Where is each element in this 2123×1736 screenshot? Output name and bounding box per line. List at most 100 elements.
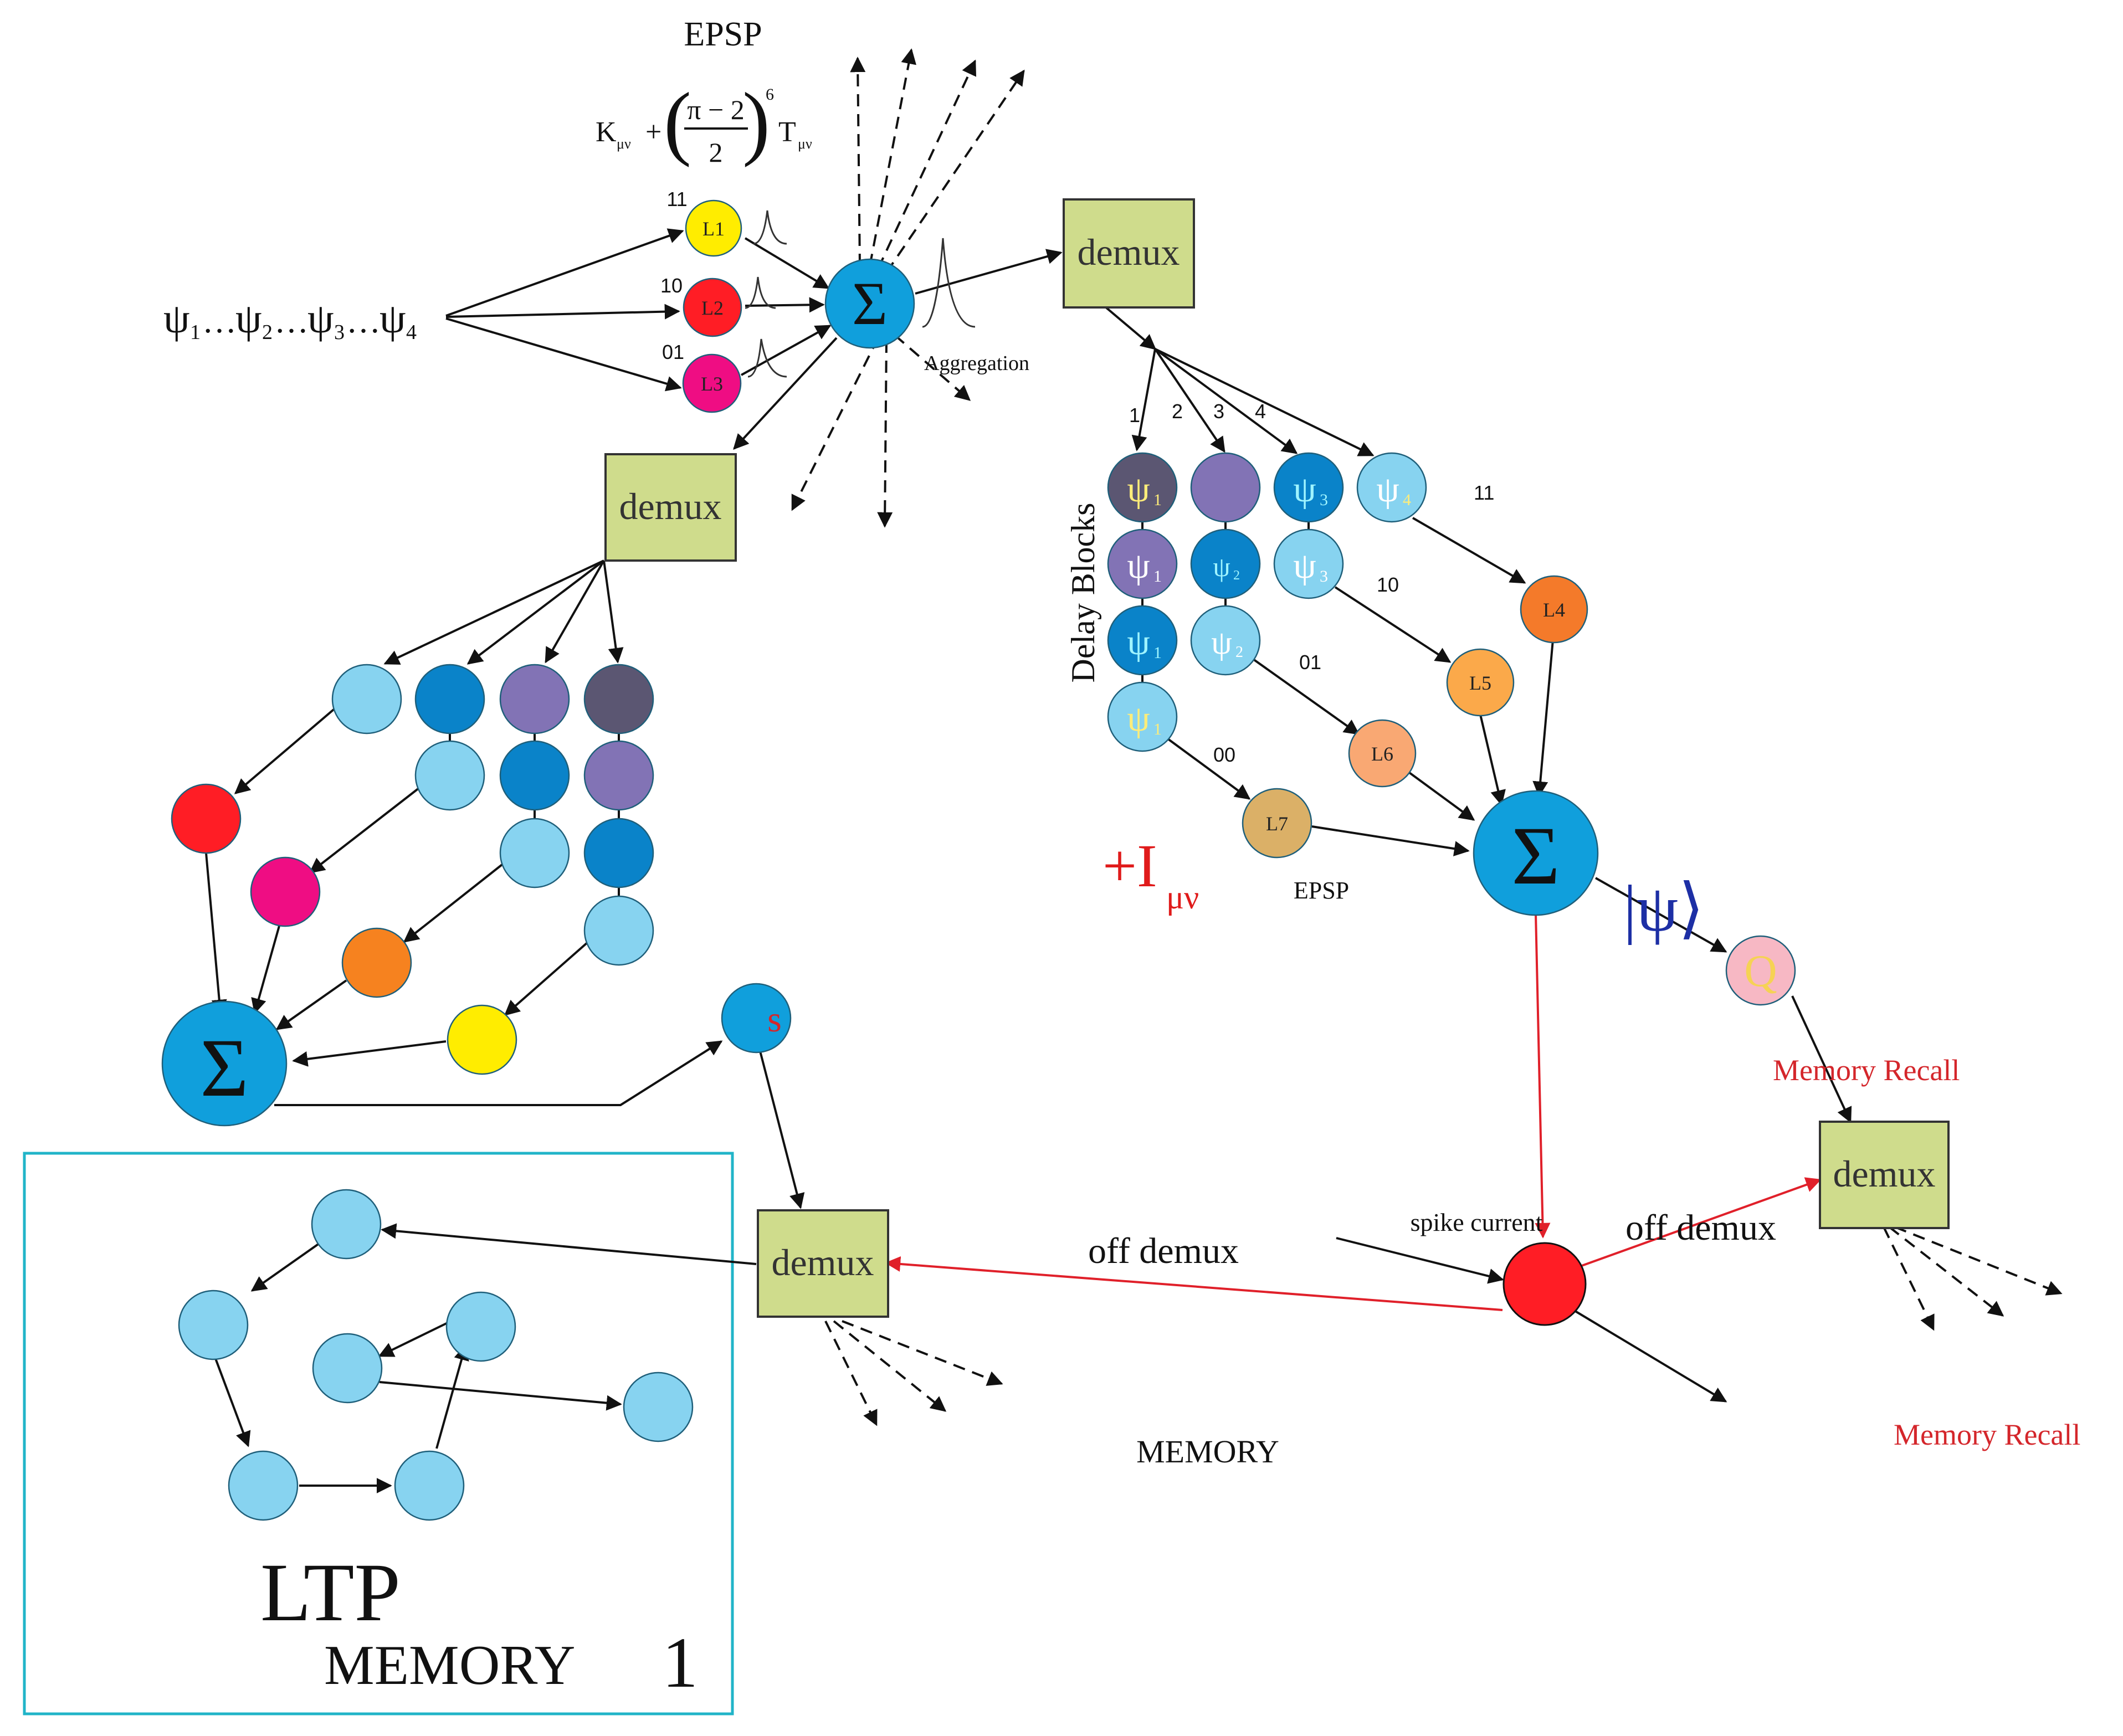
delay-c1-r1 — [1107, 452, 1178, 523]
formula-plus: + — [645, 116, 661, 148]
edge-psi1-l7 — [1162, 735, 1251, 800]
input-sub-1: 1 — [190, 321, 201, 344]
mem-node-5 — [445, 1291, 516, 1362]
node-l4-label: L4 — [1543, 599, 1565, 621]
edge-m1-m2 — [250, 1240, 324, 1292]
edge-q-demux — [1791, 995, 1852, 1123]
edges — [205, 48, 2063, 1493]
spike-wave-sum — [922, 238, 976, 328]
off-demux-right-label: off demux — [1625, 1208, 1776, 1248]
edge-dash-dr-2 — [1888, 1226, 2004, 1317]
delay-c3-r1-sub: 3 — [1320, 491, 1328, 509]
spike-wave-l3 — [747, 338, 787, 378]
node-l3-label: L3 — [701, 373, 723, 395]
left-ds-1 — [583, 664, 654, 735]
edge-dl-lb1 — [383, 559, 604, 665]
delay-c3-r2-label: ψ — [1293, 546, 1316, 586]
edge-dash-dl-1 — [824, 1321, 878, 1426]
demux-top — [1063, 198, 1195, 309]
input-dots-3: … — [346, 302, 381, 340]
left-pu-2 — [583, 740, 654, 811]
edge-dash-dl-2 — [833, 1320, 947, 1412]
code-l3: 01 — [662, 341, 684, 363]
delay-c2-r2 — [1190, 528, 1261, 599]
demux-left-label: demux — [619, 485, 721, 527]
off-demux-left-label: off demux — [1088, 1231, 1239, 1271]
channel-3: 3 — [1213, 400, 1224, 423]
code-l4: 11 — [1474, 481, 1494, 504]
edge-l2-sum — [745, 297, 825, 313]
left-orange — [341, 927, 412, 998]
delay-c1-r3-sub: 1 — [1153, 644, 1162, 662]
memory-recall-label-2: Memory Recall — [1894, 1418, 2080, 1451]
edge-sum-q — [1595, 877, 1727, 953]
delay-c1-r3 — [1107, 605, 1178, 676]
edge-lsum-s — [274, 1040, 723, 1106]
delay-blocks-label: Delay Blocks — [1065, 503, 1101, 683]
left-lb-3 — [499, 818, 570, 888]
demux-bottom-right-label: demux — [1833, 1153, 1935, 1195]
left-pu-1 — [499, 664, 570, 735]
code-l6: 01 — [1299, 651, 1321, 674]
node-l5-label: L5 — [1469, 672, 1491, 694]
delay-c1-r2-label: ψ — [1127, 546, 1150, 586]
left-mb-3 — [583, 818, 654, 888]
node-q-label: Q — [1744, 946, 1777, 996]
delay-c1-r1-label: ψ — [1127, 469, 1150, 510]
mem-node-1 — [311, 1189, 382, 1260]
code-l2: 10 — [660, 274, 683, 297]
ltp-label: LTP — [260, 1547, 401, 1639]
edge-dl-pu1 — [545, 560, 605, 664]
node-l6 — [1348, 719, 1417, 788]
mem-node-7 — [623, 1372, 694, 1442]
delay-c2-r3-sub: 2 — [1235, 644, 1243, 661]
edge-orange-lsum — [275, 979, 347, 1030]
spike-wave-l2 — [745, 276, 776, 309]
current-i-sub: μν — [1166, 879, 1199, 916]
delay-c3-r2-sub: 3 — [1320, 567, 1328, 585]
demux-bottom-right — [1819, 1121, 1950, 1229]
formula-k-sub: μν — [617, 136, 631, 152]
edge-m2-m3 — [214, 1357, 251, 1447]
delay-c2-r3-label: ψ — [1211, 624, 1232, 661]
edge-dash-up-1 — [850, 57, 866, 266]
left-lb-4 — [583, 895, 654, 966]
edge-dash-dr-3 — [1894, 1226, 2063, 1296]
edge-sum-demux-top — [915, 249, 1063, 295]
node-l2-label: L2 — [701, 297, 724, 319]
node-l6-label: L6 — [1371, 743, 1393, 765]
input-sequence: ψ 1 … ψ 2 … ψ 3 … ψ 4 — [163, 295, 417, 344]
edge-l7-sum — [1311, 825, 1470, 856]
edge-lb3-orange — [403, 857, 511, 943]
edge-psi4-l4 — [1412, 517, 1526, 584]
demux-left — [604, 453, 737, 562]
code-l7: 00 — [1213, 743, 1235, 766]
demux-bottom-left-label: demux — [771, 1241, 874, 1283]
formula-denominator: 2 — [709, 137, 723, 168]
delay-c2-r1 — [1190, 452, 1261, 523]
node-l7-label: L7 — [1266, 813, 1288, 835]
input-psi-4: ψ — [380, 295, 406, 342]
edge-psi3-l5 — [1334, 586, 1452, 663]
delay-c1-r2-sub: 1 — [1153, 567, 1162, 585]
sum-node-top — [824, 258, 915, 349]
left-red — [171, 783, 242, 854]
edge-red-lsum — [205, 852, 227, 1015]
input-sub-2: 2 — [262, 321, 273, 344]
memory-label: MEMORY — [1136, 1434, 1279, 1470]
spike-wave-l1 — [753, 210, 787, 245]
edge-input-l3 — [445, 317, 682, 392]
delay-c1-r4-sub: 1 — [1153, 720, 1162, 738]
sigma-icon: Σ — [852, 270, 888, 337]
spike-node — [1502, 1242, 1587, 1326]
mem-node-6 — [312, 1333, 383, 1404]
edge-l3-sum — [741, 325, 832, 376]
delay-c3-r1-label: ψ — [1293, 469, 1316, 510]
edge-dash-dn-3 — [894, 334, 971, 401]
edge-l6-sum — [1406, 770, 1475, 821]
input-psi-3: ψ — [307, 295, 334, 342]
channel-1: 1 — [1129, 404, 1140, 427]
edge-dash-up-4 — [885, 69, 1025, 274]
input-psi-2: ψ — [235, 295, 262, 342]
